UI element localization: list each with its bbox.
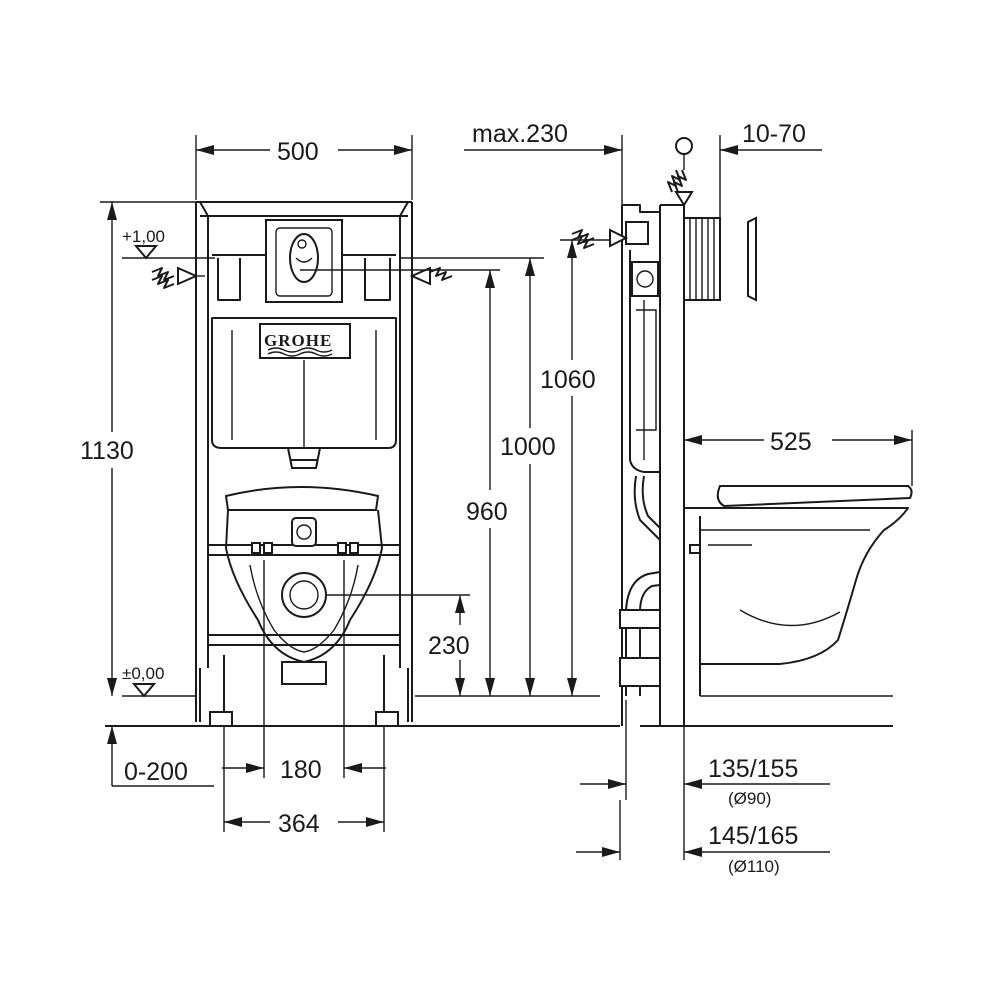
dim-bowl-projection: 525	[684, 428, 913, 486]
dim-bolt-spacing: 180	[222, 560, 386, 784]
dim-drain-110-diameter-label: (Ø110)	[728, 857, 780, 876]
grohe-logo: GROHE	[264, 331, 332, 350]
dim-wall-offset-label: 10-70	[742, 120, 806, 148]
dim-drain-90-diameter-label: (Ø90)	[728, 789, 771, 808]
floor-lines	[105, 695, 893, 727]
dim-bolt-spacing-label: 180	[280, 756, 322, 784]
level-top-label: +1,00	[122, 227, 165, 246]
dim-drain-90: 135/155 (Ø90)	[580, 700, 830, 808]
dim-drain-110-offset-label: 145/165	[708, 822, 798, 850]
level-markers: +1,00 ±0,00	[122, 227, 215, 698]
dim-drain-90-offset-label: 135/155	[708, 755, 798, 783]
water-inlet-front	[151, 266, 453, 289]
dim-max-depth-label: max.230	[472, 120, 568, 148]
dim-total-height-label: 1130	[80, 437, 134, 465]
dim-height-960-label: 960	[466, 498, 508, 526]
dim-height-230-label: 230	[428, 632, 470, 660]
dim-wall-offset: 10-70	[719, 120, 822, 218]
dim-height-1060-label: 1060	[540, 366, 596, 394]
dim-frame-width-label: 500	[277, 138, 319, 166]
dim-drain-110: 145/165 (Ø110)	[576, 800, 830, 876]
dim-frame-inner-width: 364	[223, 726, 385, 838]
dim-height-1000-label: 1000	[500, 433, 556, 461]
dim-height-230: 230	[326, 594, 470, 696]
cistern: GROHE	[211, 254, 397, 469]
dim-foot-adjust-label: 0-200	[124, 758, 188, 786]
dim-height-1000: 1000	[400, 257, 556, 696]
dim-height-1060: 1060	[540, 239, 610, 696]
side-frame	[571, 137, 757, 726]
dim-bowl-projection-label: 525	[770, 428, 812, 456]
dim-foot-adjust: 0-200	[107, 726, 214, 787]
wc-bowl-side	[684, 485, 913, 696]
dim-frame-inner-width-label: 364	[278, 810, 320, 838]
dim-total-height: 1130	[80, 201, 196, 696]
dim-max-depth: max.230	[464, 120, 623, 205]
dim-frame-width: 500	[195, 135, 413, 200]
wc-bowl-front	[224, 486, 383, 685]
level-zero-label: ±0,00	[122, 664, 164, 683]
dim-height-960: 960	[300, 269, 508, 696]
flush-plate	[265, 219, 343, 303]
